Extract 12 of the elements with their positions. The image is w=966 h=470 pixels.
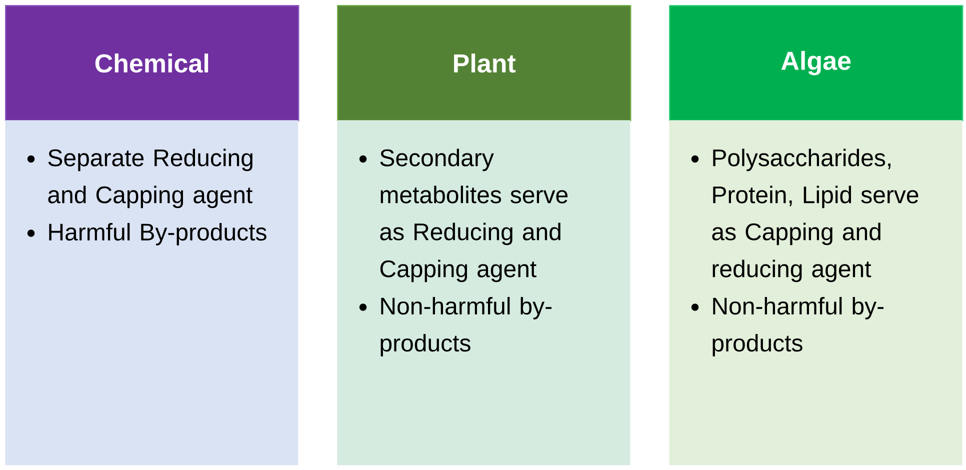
bullet-text: Non-harmful by-products — [712, 296, 884, 356]
header-box: Chemical — [5, 5, 300, 122]
content-box — [337, 120, 630, 466]
content-box — [5, 120, 298, 466]
bullet-text: Non-harmful by-products — [380, 296, 552, 356]
header-box: Algae — [669, 5, 964, 122]
header-box: Plant — [337, 5, 632, 122]
bullet-text: Separate Reducing and Capping agent — [48, 148, 252, 208]
bullet-text: Secondary metabolites serve as Reducing and Capping agent — [380, 148, 568, 282]
content-box — [669, 120, 962, 466]
bullet-text: Polysaccharides, Protein, Lipid serve as Capping and reducing agent — [712, 148, 918, 282]
bullet-text: Harmful By-products — [49, 222, 266, 246]
